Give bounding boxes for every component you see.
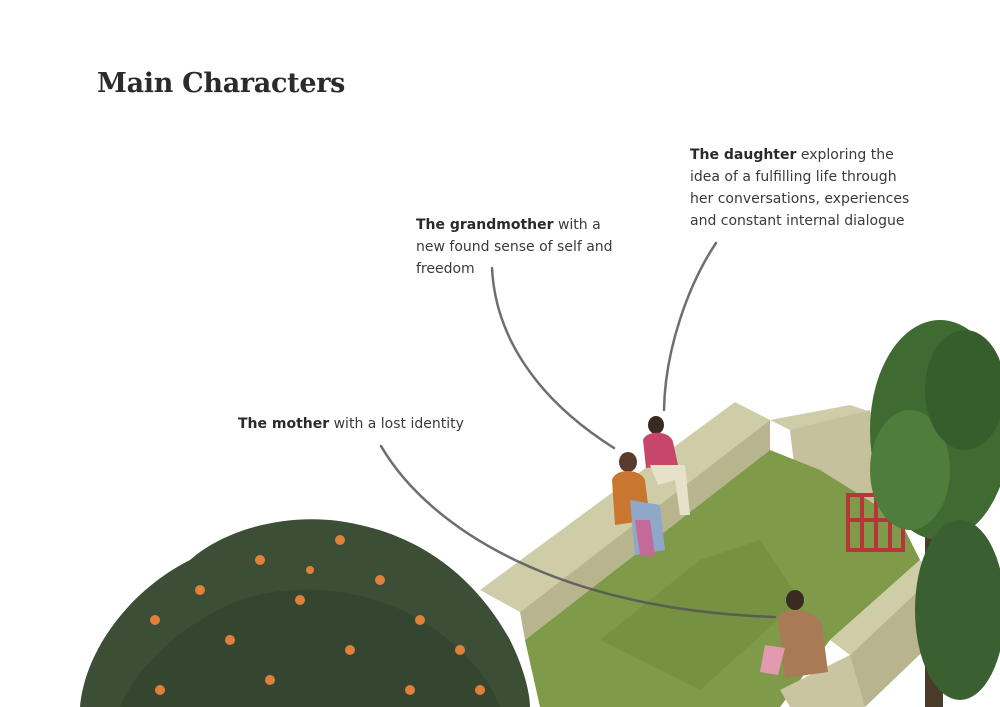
terrace: [480, 402, 935, 707]
terrace-wall-front: [830, 560, 935, 655]
daughter-figure: [643, 416, 690, 515]
caption-daughter: The daughter exploring the idea of a ful…: [690, 144, 920, 232]
character-description: exploring the idea of a fulfilling life …: [690, 147, 910, 229]
character-name: The mother: [238, 416, 330, 432]
terrace-wall-right: [770, 405, 880, 435]
character-description: with a new found sense of self and freed…: [416, 217, 613, 277]
caption-grandmother: The grandmother with a new found sense o…: [416, 214, 631, 280]
connector-lines: [379, 241, 777, 619]
orange-bush: [80, 519, 530, 707]
grandmother-figure: [612, 452, 665, 555]
daughter-connector: [662, 241, 718, 412]
caption-mother: The mother with a lost identity: [238, 413, 498, 435]
character-name: The daughter: [690, 147, 797, 163]
character-name: The grandmother: [416, 217, 554, 233]
character-description: with a lost identity: [333, 416, 464, 432]
mother-figure: [760, 590, 828, 678]
grandmother-connector: [490, 266, 616, 450]
mother-connector: [379, 444, 777, 619]
page-title: Main Characters: [97, 68, 346, 99]
tree-right: [870, 320, 1000, 707]
